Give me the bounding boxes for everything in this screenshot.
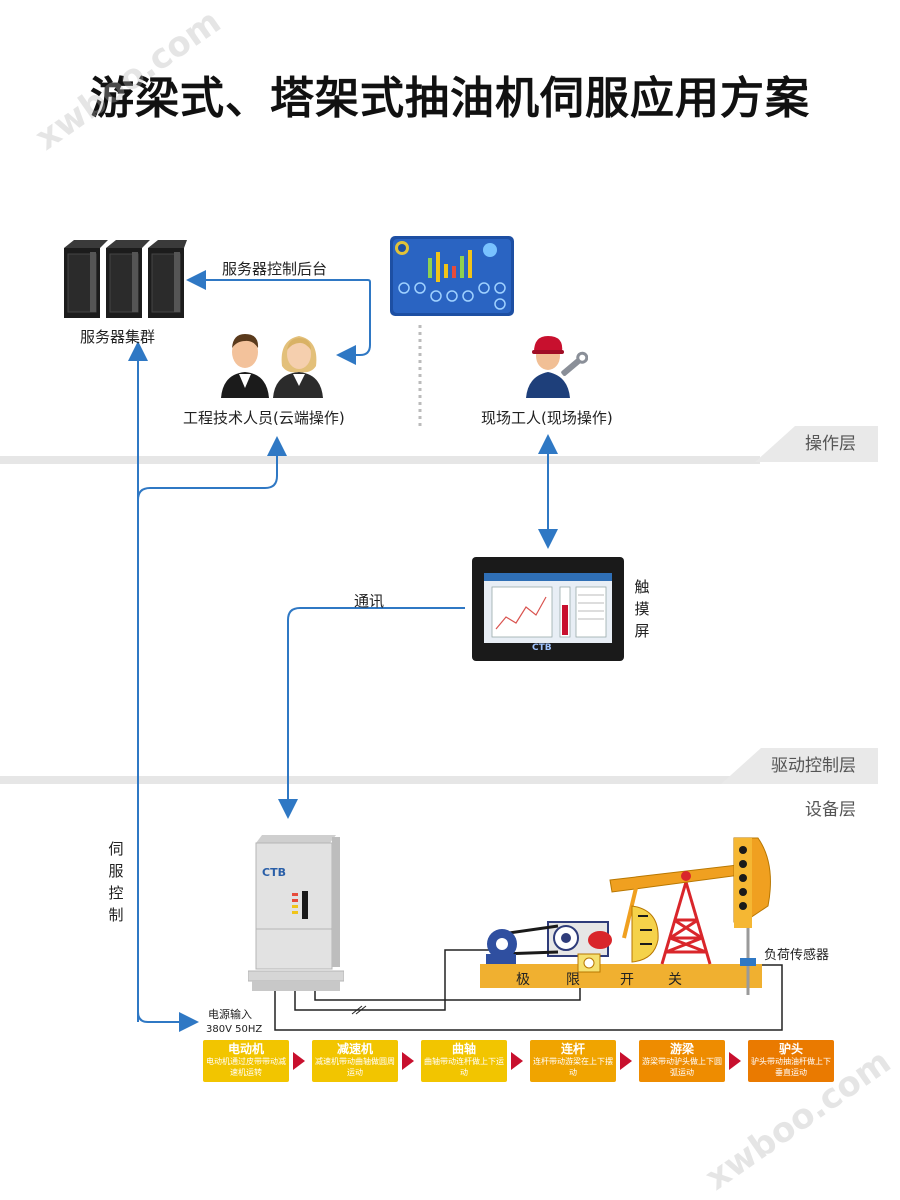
power-input-label: 电源输入 bbox=[208, 1008, 252, 1021]
servo-control-label: 伺服控制 bbox=[108, 840, 124, 924]
flow-step-title: 曲轴 bbox=[451, 1042, 476, 1056]
touchscreen-brand: CTB bbox=[532, 643, 552, 653]
equipment-layer-label: 设备层 bbox=[805, 800, 856, 820]
engineers-label: 工程技术人员(云端操作) bbox=[183, 409, 345, 427]
field-worker-icon bbox=[526, 336, 588, 398]
load-sensor-label: 负荷传感器 bbox=[764, 948, 830, 963]
engineers-icon bbox=[221, 334, 323, 398]
cabinet-brand: CTB bbox=[262, 866, 286, 879]
flow-step-horse-head: 驴头 驴头带动抽油杆做上下垂直运动 bbox=[748, 1040, 834, 1082]
flow-step-desc: 连杆带动游梁在上下摆动 bbox=[533, 1057, 613, 1077]
operation-layer-band bbox=[0, 456, 760, 464]
control-cabinet-icon bbox=[248, 835, 344, 991]
flow-step-title: 连杆 bbox=[560, 1042, 585, 1056]
flow-step-desc: 减速机带动曲轴做圆周运动 bbox=[315, 1057, 395, 1077]
server-cluster-label: 服务器集群 bbox=[80, 328, 156, 346]
flow-arrow-icon bbox=[511, 1052, 523, 1070]
limit-switch-char-4: 关 bbox=[668, 972, 682, 988]
touchscreen-hmi-icon bbox=[472, 557, 624, 661]
page-title: 游梁式、塔架式抽油机伺服应用方案 bbox=[90, 73, 810, 124]
drive-layer-band bbox=[0, 776, 760, 784]
touchscreen-label: 触摸屏 bbox=[634, 578, 650, 640]
flow-step-desc: 游梁带动驴头做上下圆弧运动 bbox=[642, 1057, 722, 1077]
flow-step-desc: 曲轴带动连杆做上下运动 bbox=[424, 1057, 504, 1077]
flow-step-title: 减速机 bbox=[336, 1042, 373, 1056]
flow-step-desc: 驴头带动抽油杆做上下垂直运动 bbox=[751, 1057, 831, 1077]
flow-step-crank: 曲轴 曲轴带动连杆做上下运动 bbox=[421, 1040, 507, 1082]
flow-arrow-icon bbox=[620, 1052, 632, 1070]
field-worker-label: 现场工人(现场操作) bbox=[481, 409, 613, 427]
flow-step-title: 电动机 bbox=[227, 1042, 264, 1056]
flow-step-reducer: 减速机 减速机带动曲轴做圆周运动 bbox=[312, 1040, 398, 1082]
dashboard-panel-icon bbox=[390, 236, 514, 316]
flow-step-motor: 电动机 电动机通过皮带带动减速机运转 bbox=[203, 1040, 289, 1082]
flow-arrow-icon bbox=[293, 1052, 305, 1070]
limit-switch-char-3: 开 bbox=[620, 972, 634, 988]
flow-step-title: 游梁 bbox=[669, 1042, 694, 1056]
flow-step-connecting-rod: 连杆 连杆带动游梁在上下摆动 bbox=[530, 1040, 616, 1082]
limit-switch-char-2: 限 bbox=[566, 972, 580, 988]
flow-step-desc: 电动机通过皮带带动减速机运转 bbox=[206, 1057, 286, 1077]
server-backend-label: 服务器控制后台 bbox=[222, 260, 328, 278]
communication-label: 通讯 bbox=[354, 592, 385, 610]
pumping-unit-icon bbox=[480, 837, 771, 995]
flow-arrow-icon bbox=[729, 1052, 741, 1070]
power-spec-label: 380V 50HZ bbox=[206, 1024, 263, 1035]
flow-arrow-icon bbox=[402, 1052, 414, 1070]
server-cluster-icon bbox=[64, 240, 187, 318]
flow-step-walking-beam: 游梁 游梁带动驴头做上下圆弧运动 bbox=[639, 1040, 725, 1082]
flow-step-title: 驴头 bbox=[778, 1042, 803, 1056]
limit-switch-char-1: 极 bbox=[516, 972, 530, 988]
